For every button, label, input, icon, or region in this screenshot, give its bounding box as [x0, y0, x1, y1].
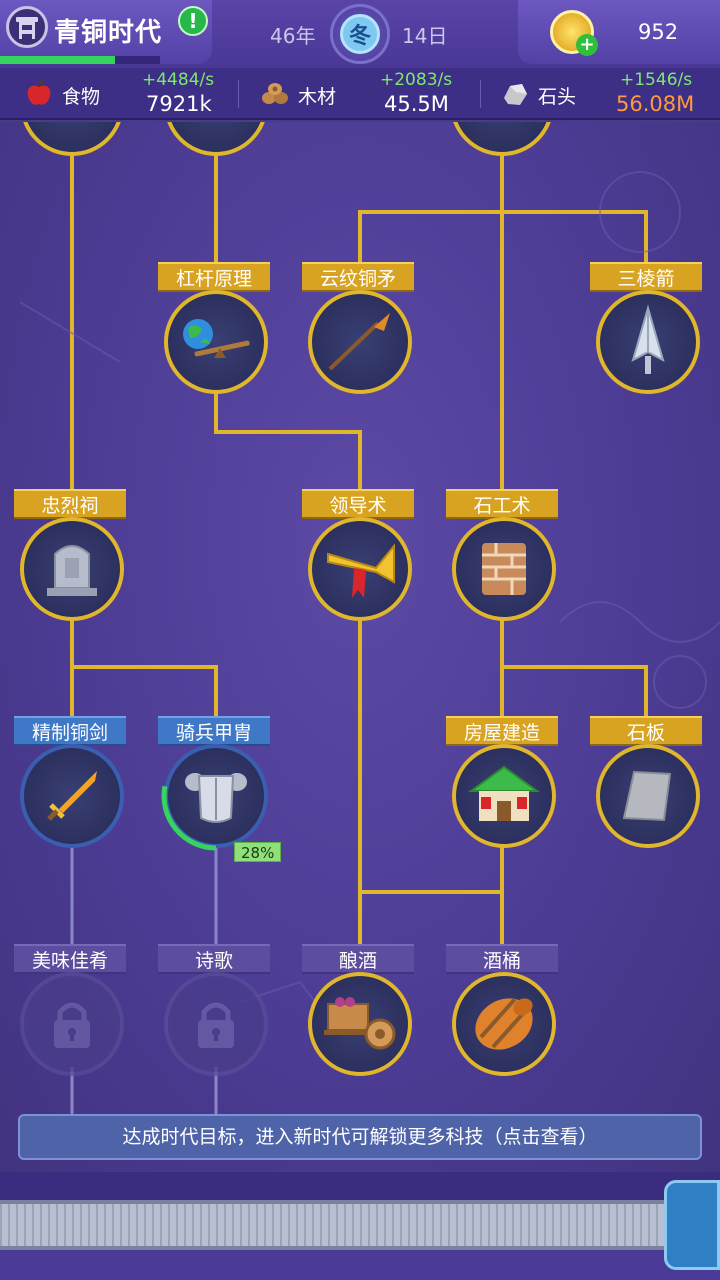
- alert-icon[interactable]: !: [178, 6, 208, 36]
- top-bar: 青铜时代 ! 46年 冬 14日 + 952: [0, 0, 720, 68]
- add-coin-icon[interactable]: +: [576, 34, 598, 56]
- tech-tree-lines: [19, 152, 720, 1122]
- stone-icon: [504, 84, 527, 105]
- resource-name: 石头: [538, 86, 577, 108]
- wine-cart-icon: [324, 997, 396, 1050]
- ruler-icon: [196, 122, 236, 124]
- tech-node-slate[interactable]: [596, 744, 700, 848]
- tech-label-cuisine: 美味佳肴: [14, 944, 126, 974]
- lock-icon: [198, 1002, 234, 1048]
- horn-icon: [327, 543, 395, 598]
- tech-label-masonry: 石工术: [446, 489, 558, 519]
- bottom-strip: [0, 1172, 720, 1280]
- tech-label-shrine: 忠烈祠: [14, 489, 126, 519]
- slate-icon: [622, 770, 672, 822]
- brick-icon: [482, 543, 526, 595]
- bronze-vessel-icon: [6, 6, 48, 48]
- era-panel[interactable]: 青铜时代: [0, 0, 212, 64]
- resource-stone[interactable]: 石头 +1546/s 56.08M: [500, 68, 710, 120]
- resource-rate: +2083/s: [380, 70, 453, 90]
- tombstone-icon: [47, 545, 97, 596]
- resource-name: 食物: [62, 86, 101, 108]
- tech-node-house[interactable]: [452, 744, 556, 848]
- tech-node-barrel[interactable]: [452, 972, 556, 1076]
- bottom-band: [0, 1172, 720, 1200]
- tech-label-lever: 杠杆原理: [158, 262, 270, 292]
- tech-node-leadership[interactable]: [308, 517, 412, 621]
- tech-node-spear[interactable]: [308, 290, 412, 394]
- resource-bar: 食物 +4484/s 7921k 木材 +2083/s 45.5M 石头 +15…: [0, 68, 720, 120]
- tech-node-shrine[interactable]: [20, 517, 124, 621]
- armor-icon: [185, 773, 247, 823]
- armor-progress-label: 28%: [234, 842, 282, 862]
- tech-node-masonry[interactable]: [452, 517, 556, 621]
- resource-rate: +1546/s: [620, 70, 693, 90]
- tech-tree[interactable]: 杠杆原理 云纹铜矛 三棱箭 忠烈祠 领导术: [0, 122, 720, 1172]
- resource-food[interactable]: 食物 +4484/s 7921k: [24, 68, 224, 120]
- globe-lever-icon: [183, 319, 250, 358]
- tech-label-leadership: 领导术: [302, 489, 414, 519]
- divider: [480, 80, 481, 108]
- coin-panel[interactable]: + 952: [518, 0, 720, 64]
- tech-label-arrow: 三棱箭: [590, 262, 702, 292]
- era-progress-fill: [0, 56, 116, 64]
- coin-value: 952: [638, 20, 679, 44]
- season-badge[interactable]: 冬: [330, 4, 390, 64]
- barrel-icon: [475, 997, 533, 1050]
- wood-icon: [262, 83, 288, 104]
- bottom-rail[interactable]: [0, 1200, 720, 1250]
- tech-node-arrow[interactable]: [596, 290, 700, 394]
- date-year: 46年: [270, 24, 316, 48]
- tech-label-brewing: 酿酒: [302, 944, 414, 974]
- resource-amount: 7921k: [146, 92, 212, 116]
- tech-node-cuisine[interactable]: [20, 972, 124, 1076]
- tech-label-poetry: 诗歌: [158, 944, 270, 974]
- lock-icon: [54, 1002, 90, 1048]
- tech-label-spear: 云纹铜矛: [302, 262, 414, 292]
- book-icon[interactable]: [664, 1180, 720, 1270]
- tech-node-brewing[interactable]: [308, 972, 412, 1076]
- sword-icon: [47, 771, 97, 821]
- tech-label-sword: 精制铜剑: [14, 716, 126, 746]
- resource-wood[interactable]: 木材 +2083/s 45.5M: [260, 68, 460, 120]
- tech-node-poetry[interactable]: [164, 972, 268, 1076]
- house-icon: [467, 765, 541, 821]
- tech-node-lever[interactable]: [164, 290, 268, 394]
- era-goal-banner[interactable]: 达成时代目标，进入新时代可解锁更多科技（点击查看）: [18, 1114, 702, 1160]
- resource-amount: 45.5M: [384, 92, 449, 116]
- era-progress-bar: [0, 56, 160, 64]
- tech-label-slate: 石板: [590, 716, 702, 746]
- arrowhead-icon: [631, 304, 665, 374]
- divider: [238, 80, 239, 108]
- resource-rate: +4484/s: [142, 70, 215, 90]
- tech-node-sword[interactable]: [20, 744, 124, 848]
- gear-icon: [52, 122, 92, 124]
- apple-icon: [27, 80, 51, 105]
- date-day: 14日: [402, 24, 448, 48]
- spear-icon: [328, 313, 390, 371]
- resource-name: 木材: [298, 86, 337, 108]
- resource-amount: 56.08M: [616, 92, 695, 116]
- armor-progress-ring: [161, 785, 217, 851]
- season-text: 冬: [340, 14, 380, 54]
- bell-icon: [482, 122, 522, 124]
- tech-label-barrel: 酒桶: [446, 944, 558, 974]
- era-title: 青铜时代: [54, 18, 163, 48]
- tech-label-house: 房屋建造: [446, 716, 558, 746]
